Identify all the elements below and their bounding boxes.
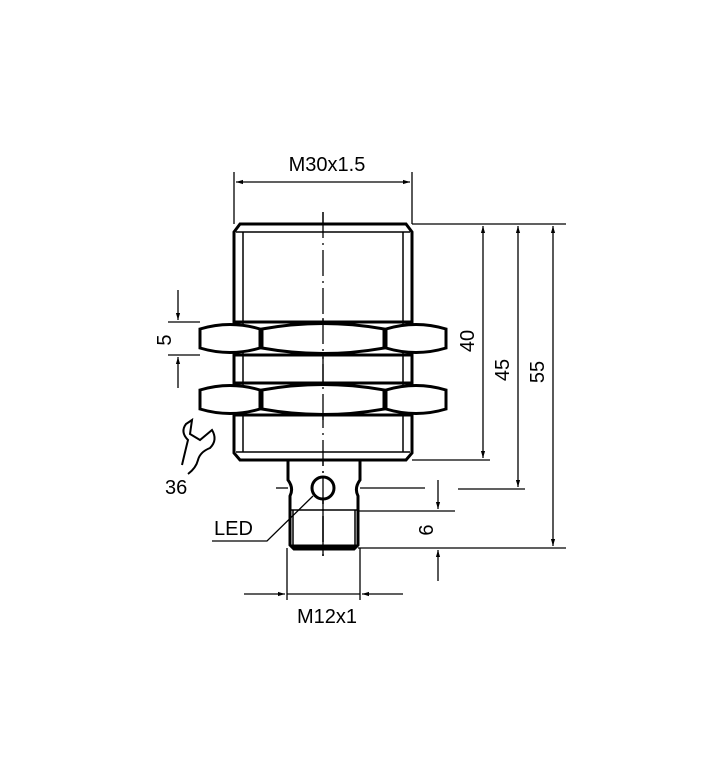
dim-5-label: 5 xyxy=(154,334,176,345)
connector xyxy=(286,460,362,551)
dim-55-label: 55 xyxy=(527,361,549,383)
led-label: LED xyxy=(214,518,253,540)
dim-connector-thread xyxy=(358,480,455,581)
dim-thread-connector xyxy=(244,548,403,600)
wrench-icon xyxy=(181,417,216,475)
dim-45-label: 45 xyxy=(492,359,514,381)
dim-nut-thickness xyxy=(168,290,200,388)
led-leader-line xyxy=(212,495,314,542)
dim-thread-main xyxy=(233,172,413,224)
dim-40-label: 40 xyxy=(457,330,479,352)
dim-thread-main-label: M30x1.5 xyxy=(289,154,366,176)
dim-thread-connector-label: M12x1 xyxy=(297,606,357,628)
wrench-size-label: 36 xyxy=(165,477,187,499)
lock-nut-upper xyxy=(198,320,448,357)
dim-lengths xyxy=(358,223,566,549)
dim-6-label: 6 xyxy=(416,524,438,535)
